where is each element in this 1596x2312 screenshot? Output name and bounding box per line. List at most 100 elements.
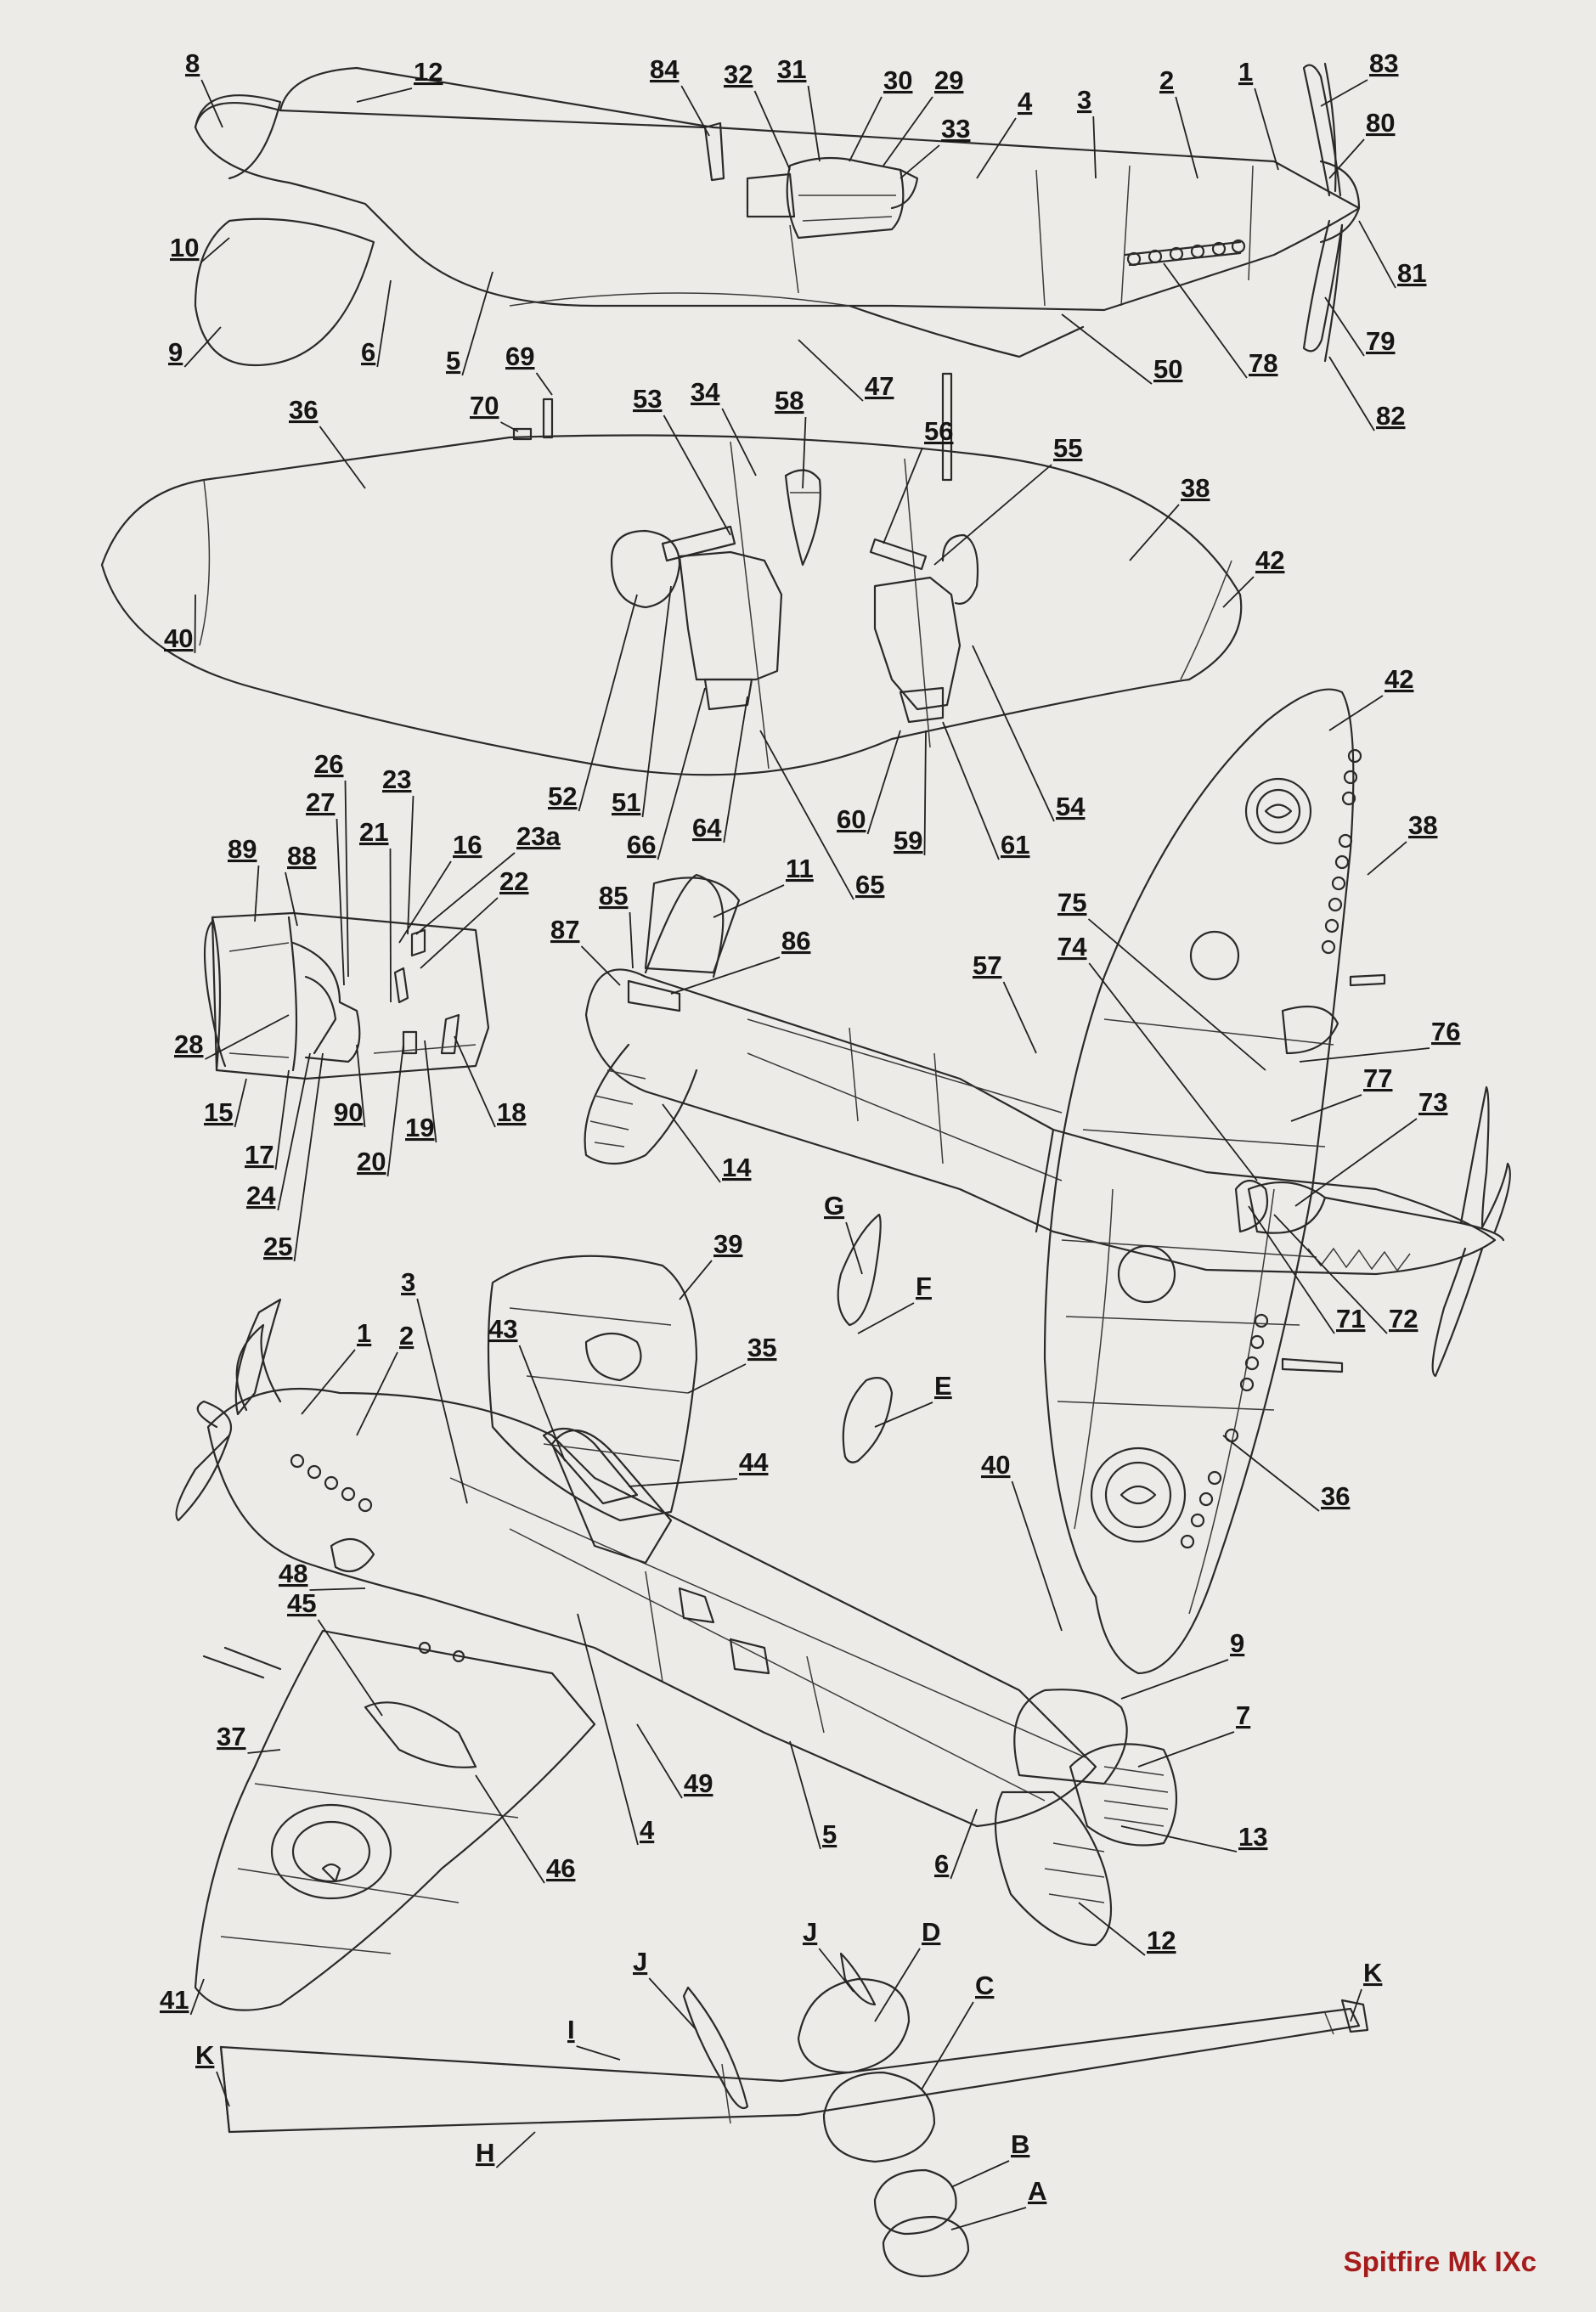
propeller-side [1302,62,1361,363]
callout-cK2: K [1350,1958,1383,2022]
callout-label: 70 [470,391,499,420]
callout-leader [461,271,493,376]
callout-label: 50 [1153,354,1182,384]
callout-leader [723,696,748,843]
callout-label: 24 [246,1181,276,1210]
callout-label: 64 [692,813,722,843]
callout-leader [183,326,222,368]
callout-c11: 11 [713,854,814,918]
callout-label: 90 [334,1097,363,1127]
callout-c8: 8 [185,48,223,128]
callout-label: 40 [981,1450,1010,1480]
callout-label: 38 [1181,473,1210,503]
callout-label: 3 [1077,85,1091,115]
callout-c79: 79 [1324,296,1395,357]
callout-c10: 10 [170,233,230,263]
callout-label: 9 [1230,1628,1244,1658]
cockpit-tub [203,911,490,1080]
exhaust-stubs-top [1307,1247,1411,1272]
callout-label: 18 [497,1097,526,1127]
callout-c40a: 40 [164,594,196,654]
callout-label: 7 [1236,1700,1250,1730]
callout-leader [629,911,634,969]
callout-c20: 20 [357,1044,404,1177]
callout-label: 30 [883,65,912,95]
callout-label: 23a [516,821,561,851]
callout-leader [200,237,230,263]
callout-c71: 71 [1248,1205,1365,1334]
callout-leader [1222,1435,1320,1512]
callout-label: 86 [781,926,810,956]
callout-c18: 18 [454,1035,526,1128]
callout-leader [628,1478,738,1487]
callout-leader [1175,96,1198,179]
callout-leader [921,2001,974,2090]
callout-leader [576,2045,621,2061]
callout-label: 14 [722,1153,752,1182]
callout-label: 40 [164,623,193,653]
callout-c40b: 40 [981,1450,1063,1632]
callout-leader [1087,918,1266,1071]
callout-c73: 73 [1294,1087,1447,1207]
bottom-wing-strip [219,1952,1369,2278]
callout-leader [1254,87,1279,171]
callout-c64: 64 [692,696,748,843]
callout-c74: 74 [1057,932,1258,1181]
callout-label: 39 [713,1229,742,1259]
callout-leader [950,2207,1027,2230]
callout-c51: 51 [612,585,672,818]
callout-c23a: 23a [415,821,561,935]
callout-label: 37 [217,1722,245,1751]
callout-leader [475,1774,545,1884]
callout-leader [976,117,1017,179]
callout-c41: 41 [160,1978,205,2016]
callout-c26: 26 [314,749,349,978]
callout-c3b: 3 [401,1267,468,1504]
callout-c5a: 5 [446,271,493,376]
callout-leader [398,860,452,944]
callout-cB: B [950,2129,1029,2188]
callout-c38b: 38 [1367,810,1437,876]
callout-leader [818,1948,854,1993]
callout-leader [657,687,706,860]
callout-c76: 76 [1299,1017,1460,1063]
callout-label: 81 [1397,258,1426,288]
callout-label: 84 [650,54,680,84]
callout-c30: 30 [849,65,912,162]
callout-label: D [922,1917,940,1947]
callout-leader [1367,841,1407,876]
callout-cK1: K [195,2040,230,2107]
callout-c4a: 4 [976,87,1033,179]
callout-c60: 60 [837,730,901,835]
callout-leader [1273,1214,1388,1334]
callout-c1a: 1 [1238,57,1279,171]
callout-leader [923,730,927,856]
callout-c2b: 2 [356,1321,414,1436]
callout-leader [386,1044,404,1177]
callout-leader [1078,1902,1146,1956]
callout-c24: 24 [246,1052,311,1211]
callout-leader [1350,1988,1362,2022]
callout-leader [415,852,516,935]
callout-label: 3 [401,1267,415,1297]
callout-label: 45 [287,1588,316,1618]
callout-label: 75 [1057,888,1086,917]
callout-leader [420,897,499,969]
callout-c31: 31 [777,54,821,162]
callout-leader [454,1035,496,1128]
callout-leader [234,1078,247,1128]
callout-leader [1120,1659,1229,1700]
callout-leader [309,1587,366,1591]
small-parts-efg [837,1213,894,1463]
callout-leader [662,1103,721,1183]
callout-c39: 39 [679,1229,742,1300]
callout-leader [883,96,933,166]
callout-cA: A [950,2176,1046,2230]
callout-c14: 14 [662,1103,752,1183]
callout-c6b: 6 [934,1808,978,1880]
callout-c25: 25 [263,1052,324,1262]
callout-c70: 70 [470,391,519,432]
callout-c54: 54 [972,645,1086,822]
callout-c43: 43 [488,1314,566,1462]
